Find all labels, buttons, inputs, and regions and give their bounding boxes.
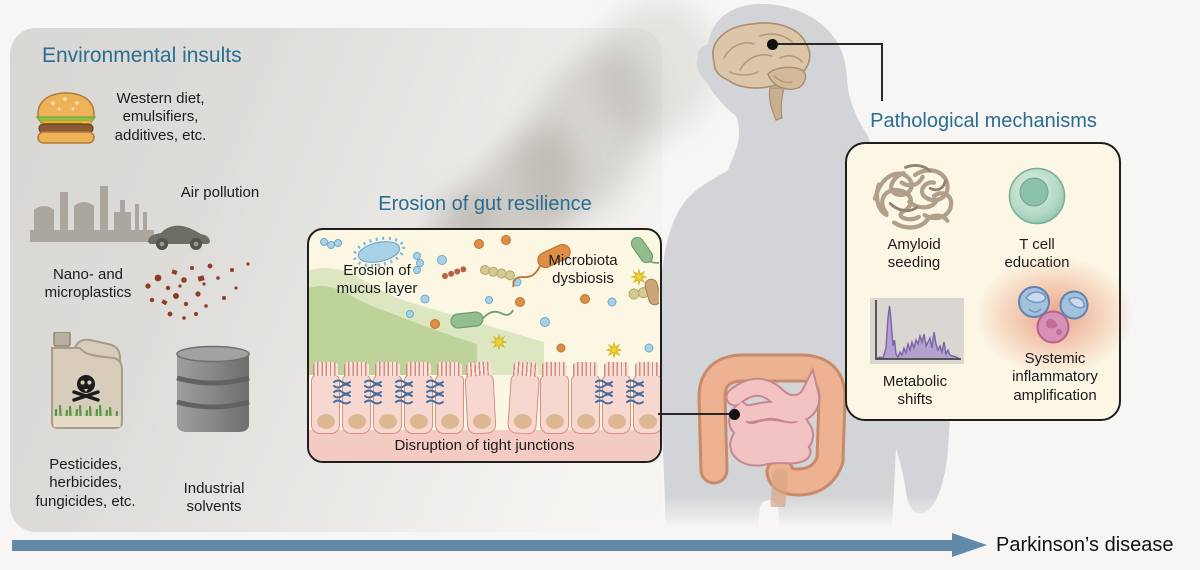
dysbiosis-label: Microbiota dysbiosis (548, 252, 618, 288)
cell-nucleus (440, 414, 459, 429)
cell-nucleus (472, 413, 491, 430)
epithelial-cell (540, 362, 569, 434)
barrel-icon (176, 345, 250, 432)
t-cell-icon (1008, 167, 1066, 225)
tight-junction-label: Disruption of tight junctions (394, 437, 575, 454)
epithelial-cell (311, 362, 340, 434)
microplastics-icon (145, 262, 250, 320)
brain-connector-line-h (773, 43, 883, 46)
bacteria-icons (320, 235, 659, 359)
pesticide-jug-icon (51, 332, 123, 429)
epithelial-cell (633, 362, 660, 434)
factory-icon (30, 186, 154, 242)
amyloid-label: Amyloid seeding (887, 236, 941, 272)
cell-nucleus (512, 413, 532, 430)
cell-nucleus (316, 414, 335, 429)
diet-label: Western diet, emulsifiers, additives, et… (114, 90, 207, 144)
gut-connector-dot (729, 409, 740, 420)
car-icon (148, 225, 210, 250)
air-pollution-label: Air pollution (180, 184, 260, 201)
cell-nucleus (576, 414, 595, 429)
cell-nucleus (409, 414, 428, 429)
pesticides-label: Pesticides, herbicides, fungicides, etc. (35, 456, 136, 510)
lamina-propria (309, 430, 660, 461)
brain-icon (712, 22, 811, 121)
cell-nucleus (607, 414, 626, 429)
solvents-label: Industrial solvents (183, 480, 245, 516)
epithelial-cell (602, 362, 631, 434)
tight-junction-icons (333, 379, 644, 405)
pathological-title: Pathological mechanisms (870, 110, 1097, 132)
immune-cells-icon (1018, 286, 1089, 344)
epithelial-cell (571, 362, 600, 434)
cell-nucleus (545, 414, 564, 429)
systemic-label: Systemic inflammatory amplification (1012, 350, 1098, 404)
gut-panel-title: Erosion of gut resilience (378, 193, 592, 215)
parkinsons-arrowhead-icon (952, 533, 987, 557)
intestines-icon (697, 353, 847, 507)
microplastics-label: Nano- and microplastics (44, 266, 132, 302)
mucus-erosion-label: Erosion of mucus layer (336, 262, 418, 298)
gut-panel: Erosion of mucus layer Microbiota dysbio… (307, 228, 662, 463)
parkinsons-arrow-shaft (12, 540, 952, 551)
gut-connector-line (658, 413, 734, 416)
metabolic-spectrum-icon (870, 298, 964, 364)
cell-nucleus (347, 414, 366, 429)
brain-connector-dot (767, 39, 778, 50)
brain-connector-line-v (881, 43, 884, 101)
cell-nucleus (378, 414, 397, 429)
pathological-panel: Amyloid seeding T cell education Metabol… (845, 142, 1135, 421)
cell-nucleus (638, 414, 657, 429)
silhouette-fade (600, 496, 1020, 536)
mucus-layer (309, 267, 544, 375)
metabolic-label: Metabolic shifts (882, 373, 948, 409)
burger-icon (36, 92, 96, 144)
environmental-title: Environmental insults (42, 44, 242, 67)
parkinsons-disease-label: Parkinson’s disease (996, 534, 1174, 556)
amyloid-fibrils-icon (872, 164, 954, 230)
